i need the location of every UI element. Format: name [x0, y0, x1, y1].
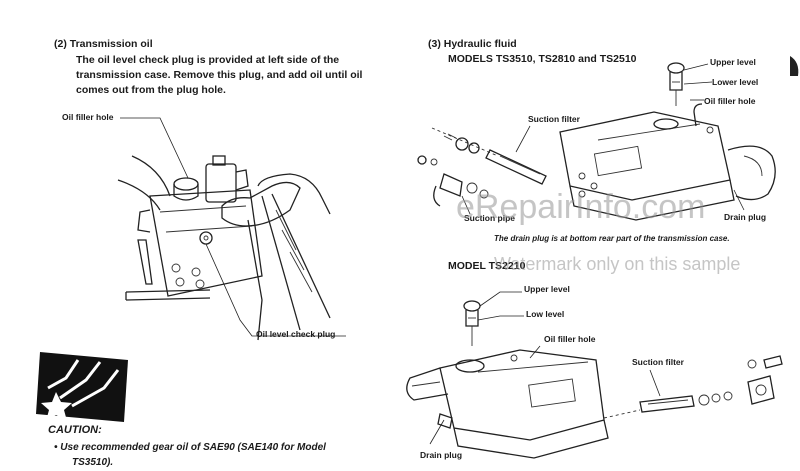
label-lower-level-top: Lower level — [712, 77, 759, 87]
label-oil-filler-hole-bottom: Oil filler hole — [544, 334, 596, 344]
label-suction-pipe: Suction pipe — [464, 213, 515, 223]
label-drain-plug-top: Drain plug — [724, 212, 767, 222]
watermark-sample: Watermark only on this sample — [494, 254, 741, 274]
label-upper-level-bottom: Upper level — [524, 284, 570, 294]
transmission-oil-paragraph: The oil level check plug is provided at … — [76, 53, 386, 98]
label-oil-filler-hole-left: Oil filler hole — [62, 112, 114, 122]
label-suction-filter-top: Suction filter — [528, 114, 580, 124]
hydraulic-fluid-heading: (3) Hydraulic fluid — [428, 38, 517, 50]
label-drain-plug-bottom: Drain plug — [420, 450, 463, 460]
transmission-oil-heading: (2) Transmission oil — [54, 38, 153, 50]
caution-line: • Use recommended gear oil of SAE90 (SAE… — [54, 442, 326, 453]
page-edge-mark — [790, 56, 799, 76]
watermark-site: eRepairInfo.com — [456, 188, 706, 226]
models-heading: MODELS TS3510, TS2810 and TS2510 — [448, 53, 637, 65]
model-ts2210-heading: MODEL TS2210 — [448, 260, 526, 272]
label-low-level-bottom: Low level — [526, 309, 565, 319]
label-oil-level-check-plug: Oil level check plug — [256, 329, 336, 339]
caution-line: TS3510). — [72, 457, 114, 468]
transmission-oil-illustration — [117, 117, 346, 341]
drain-plug-caption: The drain plug is at bottom rear part of… — [494, 234, 730, 243]
hydraulic-housing-bottom — [406, 291, 783, 459]
label-oil-filler-hole-top: Oil filler hole — [704, 96, 756, 106]
paragraph-line: transmission case. Remove this plug, and… — [76, 69, 363, 81]
paragraph-line: comes out from the plug hole. — [76, 84, 226, 96]
caution-item: • Use recommended gear oil of SAE90 (SAE… — [54, 440, 394, 470]
paragraph-line: The oil level check plug is provided at … — [76, 54, 340, 66]
label-suction-filter-bottom: Suction filter — [632, 357, 684, 367]
hydraulic-housing-top — [417, 62, 776, 221]
caution-star-icon — [36, 352, 128, 422]
label-upper-level-top: Upper level — [710, 57, 756, 67]
caution-heading: CAUTION: — [48, 424, 102, 436]
